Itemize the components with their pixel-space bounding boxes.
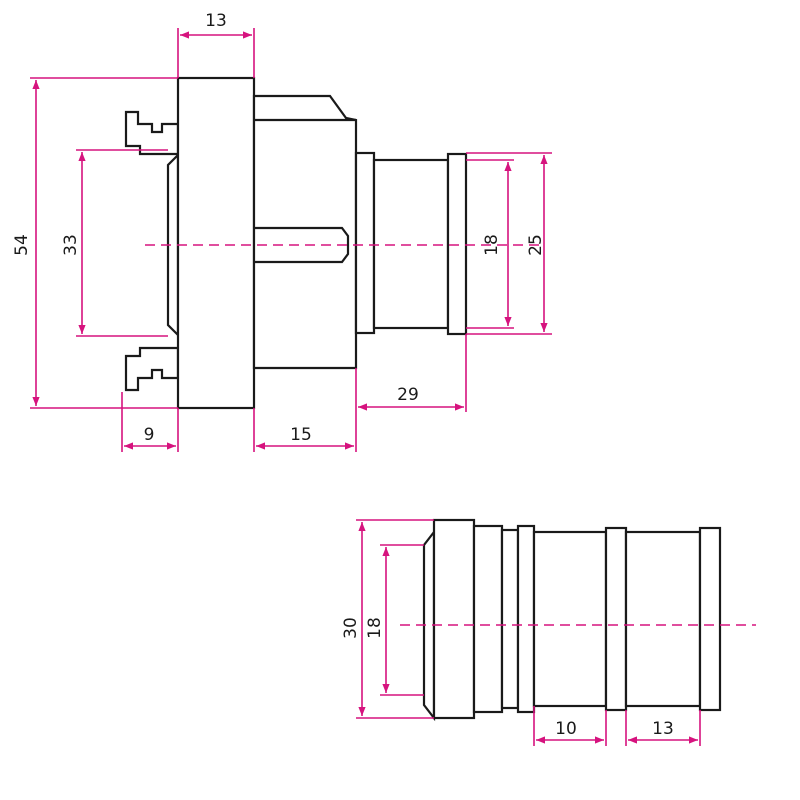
dim-tail-length: 29 [358,334,467,412]
upper-claw-lug [124,110,180,156]
tail-barb-1 [604,526,628,712]
dim-tail-inner-label: 18 [482,234,502,256]
tail-view: 30 18 10 13 [341,518,756,746]
tail-small-collar [500,528,520,710]
dim-tail-view-inner-label: 18 [365,617,385,639]
dim-top-width-label: 13 [205,11,227,31]
dim-overall-height: 54 [12,77,178,409]
tail-pipe-segment-a [532,530,608,708]
dim-segment-b: 13 [625,710,701,746]
lower-claw-lug [124,346,180,392]
dim-body-length-label: 15 [290,425,312,445]
tail-collar-ring [516,524,536,714]
dim-top-width: 13 [177,11,255,78]
tail-second-ring [472,524,504,714]
tail-pipe-segment-b [624,530,702,708]
dim-tail-length-label: 29 [397,385,419,405]
tail-end-ring [446,152,468,336]
dim-tail-outer-label: 25 [526,234,546,256]
dim-lug-depth: 9 [121,392,179,452]
dim-body-length: 15 [253,368,357,452]
coupling-flange [176,76,256,410]
tail-collar [354,151,376,335]
dim-tail-inner: 18 [466,159,514,329]
dim-tail-outer: 25 [466,152,552,335]
dim-segment-a: 10 [533,706,607,746]
tail-pipe [372,158,450,330]
tail-big-ring [432,518,476,720]
dim-segment-b-label: 13 [652,719,674,739]
dim-bore: 33 [61,149,168,337]
tail-end-barb [698,526,722,712]
dim-lug-depth-label: 9 [144,425,155,445]
dim-bore-label: 33 [61,234,81,256]
internal-spigot [254,226,350,264]
dim-segment-a-label: 10 [555,719,577,739]
dim-overall-height-label: 54 [12,234,32,256]
coupling-body [252,94,358,370]
dim-tail-view-outer: 30 [341,519,434,719]
side-view: 13 54 33 18 25 [12,11,552,452]
dim-tail-view-outer-label: 30 [341,617,361,639]
dim-tail-view-inner: 18 [365,544,424,696]
